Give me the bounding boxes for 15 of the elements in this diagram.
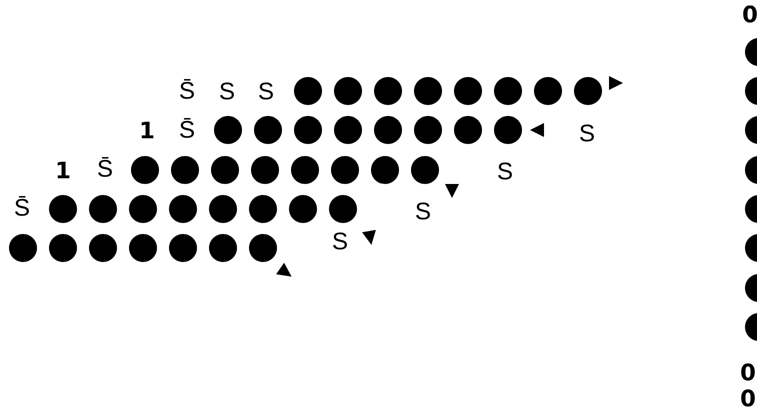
symbol-label: S: [333, 232, 347, 250]
symbol-label: S: [259, 82, 273, 100]
symbol-label: S: [220, 82, 234, 100]
symbol-label: S̄: [180, 79, 194, 99]
symbol-label: 0: [743, 5, 757, 23]
symbol-label: 1: [58, 162, 70, 178]
symbol-label: S: [580, 124, 594, 142]
symbol-label: S̄: [98, 157, 112, 177]
symbol-label: 0: [741, 389, 755, 407]
symbol-label: 1: [142, 122, 154, 138]
symbol-label: 0: [741, 363, 755, 381]
symbol-label: S̄: [15, 196, 29, 216]
symbol-label: S̄: [180, 118, 194, 138]
symbol-label: S: [498, 162, 512, 180]
symbol-label: S: [416, 202, 430, 220]
